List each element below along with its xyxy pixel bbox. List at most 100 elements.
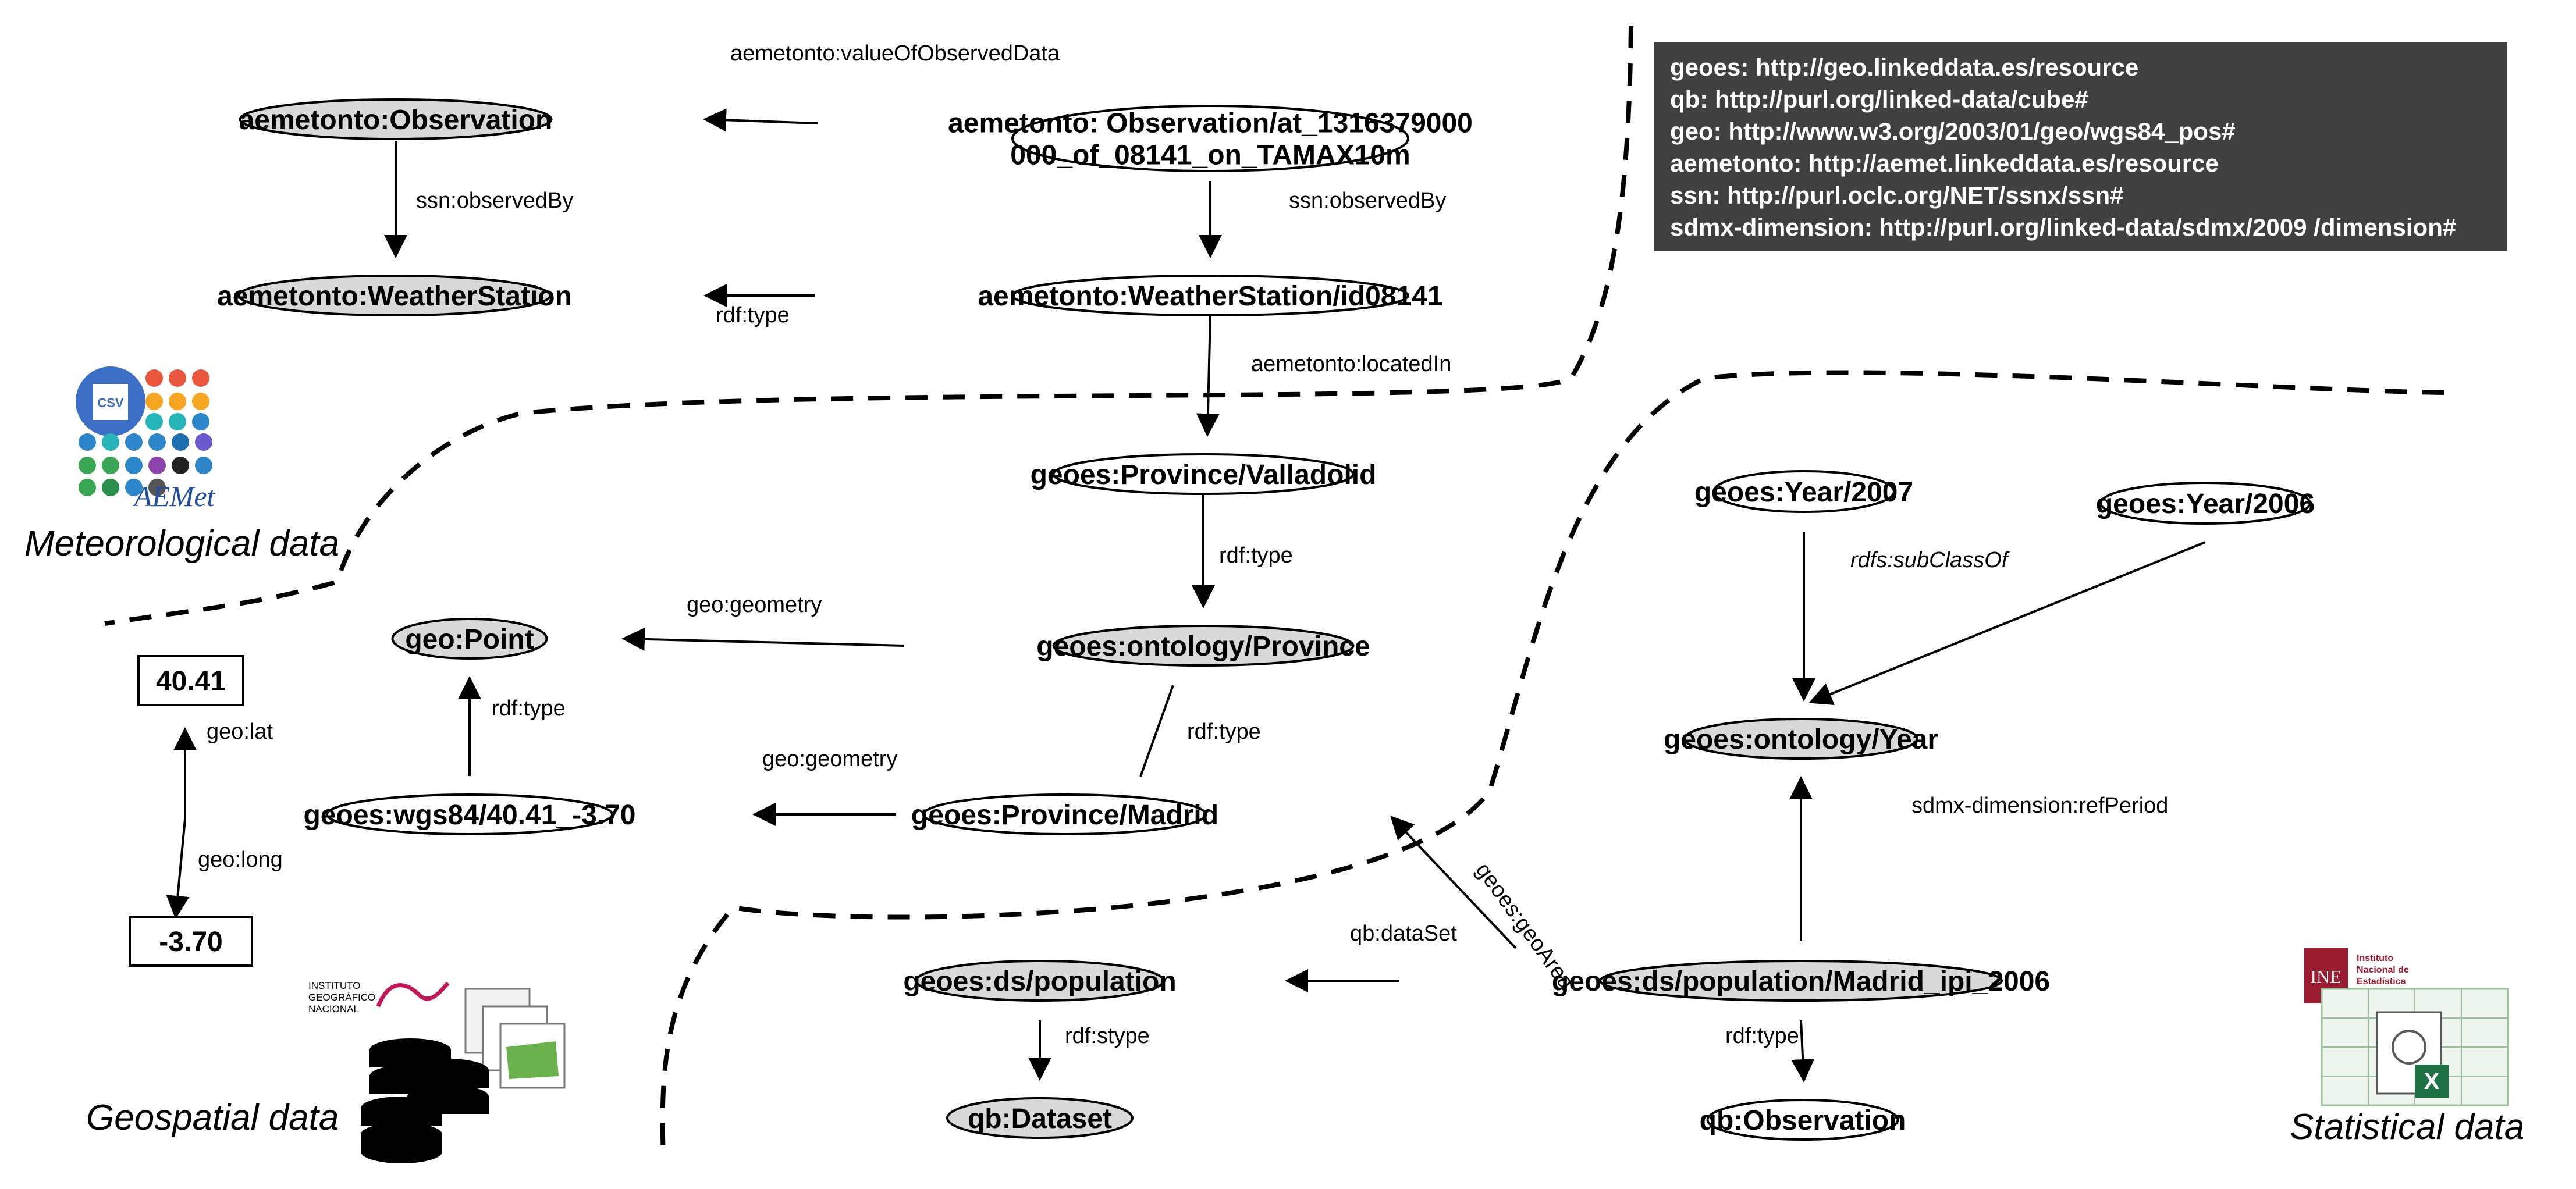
- node-shape: [137, 655, 244, 706]
- node-shape: [1052, 625, 1355, 667]
- prefix-legend: geoes: http://geo.linkeddata.es/resource…: [1654, 42, 2507, 251]
- edge-label: ssn:observedBy: [416, 188, 573, 213]
- node-shape: [1706, 1099, 1899, 1141]
- edge-label: rdf:type: [1725, 1024, 1799, 1048]
- node-obs-class[interactable]: aemetonto:Observation: [239, 98, 553, 140]
- node-label: 000_of_08141_on_TAMAX10m: [1010, 140, 1410, 171]
- edge-label: geo:lat: [207, 720, 273, 744]
- edge-label: rdf:type: [492, 696, 566, 721]
- node-shape: [1683, 718, 1918, 760]
- edge-ds_obs-to-prov_mad: [1390, 816, 1517, 949]
- edge-ws_inst-to-prov_vall: [1196, 315, 1220, 437]
- map-layers-icon: [464, 988, 566, 1089]
- edge-ds_obs-to-qb_obs: [1791, 1020, 1815, 1083]
- edge-label: qb:dataSet: [1350, 921, 1457, 946]
- node-ws-inst[interactable]: aemetonto:WeatherStation/id08141: [978, 275, 1443, 316]
- edge-label: rdfs:subClassOf: [1850, 548, 2010, 572]
- ign-logo-text: INSTITUTO: [308, 980, 360, 991]
- node-year2006[interactable]: geoes:Year/2006: [2096, 482, 2315, 525]
- region-label-statistical: Statistical data: [2290, 1107, 2524, 1147]
- svg-text:X: X: [2424, 1069, 2440, 1094]
- edge-label: geo:geometry: [687, 593, 822, 617]
- edge-year2006-to-year_class: [1808, 541, 2206, 706]
- node-label: geoes:wgs84/40.41_-3.70: [303, 800, 635, 831]
- prefix-line: geo: http://www.w3.org/2003/01/geo/wgs84…: [1670, 118, 2236, 145]
- node-shape: [326, 793, 613, 835]
- node-shape: [1011, 105, 1409, 172]
- node-shape: [239, 98, 553, 140]
- node-long-val[interactable]: -3.70: [129, 916, 253, 967]
- edge-label: rdf:stype: [1065, 1024, 1150, 1048]
- node-shape: [922, 793, 1207, 835]
- node-ds-pop[interactable]: geoes:ds/population: [903, 960, 1177, 1002]
- ign-logo-text: NACIONAL: [308, 1003, 359, 1014]
- csv-icon-label: CSV: [97, 396, 124, 410]
- node-geo-point[interactable]: geo:Point: [391, 618, 548, 660]
- node-year2007[interactable]: geoes:Year/2007: [1694, 470, 1913, 513]
- node-shape: [129, 916, 253, 967]
- ine-logo-mark-text: INE: [2310, 966, 2341, 987]
- node-shape: [2099, 482, 2311, 525]
- node-label: aemetonto: Observation/at_1316379000: [948, 108, 1473, 139]
- region-label-geospatial: Geospatial data: [86, 1098, 339, 1138]
- node-qb-obs[interactable]: qb:Observation: [1700, 1099, 1906, 1141]
- aemet-logo: CSV AEMet: [76, 366, 216, 512]
- prefix-legend-background: [1654, 42, 2507, 251]
- node-label: 40.41: [156, 666, 226, 697]
- node-label: aemetonto:Observation: [239, 105, 553, 136]
- node-shape: [391, 618, 548, 660]
- node-prov-mad[interactable]: geoes:Province/Madrid: [911, 793, 1218, 835]
- prefix-line: aemetonto: http://aemet.linkeddata.es/re…: [1670, 149, 2219, 177]
- edge-label: ssn:observedBy: [1289, 188, 1446, 213]
- edge-label: rdf:type: [1219, 543, 1293, 568]
- node-prov-class[interactable]: geoes:ontology/Province: [1036, 625, 1370, 667]
- edge-label: aemetonto:locatedIn: [1251, 352, 1451, 376]
- prefix-line: qb: http://purl.org/linked-data/cube#: [1670, 86, 2088, 113]
- node-obs-inst[interactable]: aemetonto: Observation/at_1316379000000_…: [948, 105, 1473, 172]
- node-label: geoes:Province/Madrid: [911, 800, 1218, 831]
- node-shape: [1011, 275, 1409, 316]
- node-shape: [915, 960, 1165, 1002]
- node-shape: [1052, 453, 1355, 495]
- node-prov-vall[interactable]: geoes:Province/Valladolid: [1031, 453, 1377, 495]
- prefix-line: geoes: http://geo.linkeddata.es/resource: [1670, 54, 2138, 81]
- node-label: geoes:ontology/Year: [1664, 724, 1938, 755]
- node-qb-dataset[interactable]: qb:Dataset: [946, 1097, 1134, 1139]
- edge-obs_inst-to-obs_class: [703, 108, 818, 132]
- ine-logo-text: Estadística: [2357, 977, 2406, 987]
- node-shape: [946, 1097, 1134, 1139]
- prefix-line: sdmx-dimension: http://purl.org/linked-d…: [1670, 213, 2456, 241]
- edge-label: rdf:type: [1187, 720, 1261, 744]
- edge-label: geo:long: [198, 848, 283, 872]
- prefix-line: ssn: http://purl.oclc.org/NET/ssnx/ssn#: [1670, 181, 2123, 209]
- node-shape: [1712, 470, 1895, 513]
- csv-icon-sheet: [93, 384, 128, 420]
- database-stack-icon: [361, 1038, 489, 1163]
- node-ds-obs[interactable]: geoes:ds/population/Madrid_ipi_2006: [1552, 960, 2050, 1002]
- node-label: geoes:Year/2007: [1694, 477, 1913, 508]
- node-label: geoes:ds/population/Madrid_ipi_2006: [1552, 966, 2050, 997]
- node-label: aemetonto:WeatherStation: [217, 281, 572, 312]
- nodes-layer: aemetonto:Observation aemetonto: Observat…: [129, 98, 2315, 1141]
- node-lat-val[interactable]: 40.41: [137, 655, 244, 706]
- edge-label: aemetonto:valueOfObservedData: [730, 41, 1060, 66]
- ine-logo-text: Nacional de: [2357, 965, 2409, 975]
- edge-label: rdf:type: [716, 303, 790, 327]
- node-label: geoes:Province/Valladolid: [1031, 460, 1377, 490]
- node-wgs84[interactable]: geoes:wgs84/40.41_-3.70: [303, 793, 636, 835]
- ign-logo-swirl: [376, 981, 450, 1008]
- aemet-dot-grid: [79, 369, 212, 496]
- node-ws-class[interactable]: aemetonto:WeatherStation: [217, 275, 572, 316]
- ign-logo-text: GEOGRÁFICO: [308, 992, 375, 1003]
- meteorological-boundary: [104, 26, 1633, 626]
- edge-prov_class-to-geo_point: [621, 627, 904, 651]
- edge-label: sdmx-dimension:refPeriod: [1911, 793, 2168, 818]
- spreadsheet-icon: X: [2321, 988, 2509, 1106]
- node-label: qb:Observation: [1700, 1105, 1906, 1136]
- node-year-class[interactable]: geoes:ontology/Year: [1664, 718, 1938, 760]
- edge-prov_mad-to-prov_class: [1139, 685, 1174, 777]
- edge-wgs84-to-long_val: [166, 818, 190, 919]
- node-label: qb:Dataset: [968, 1103, 1112, 1134]
- region-label-meteorological: Meteorological data: [24, 524, 339, 564]
